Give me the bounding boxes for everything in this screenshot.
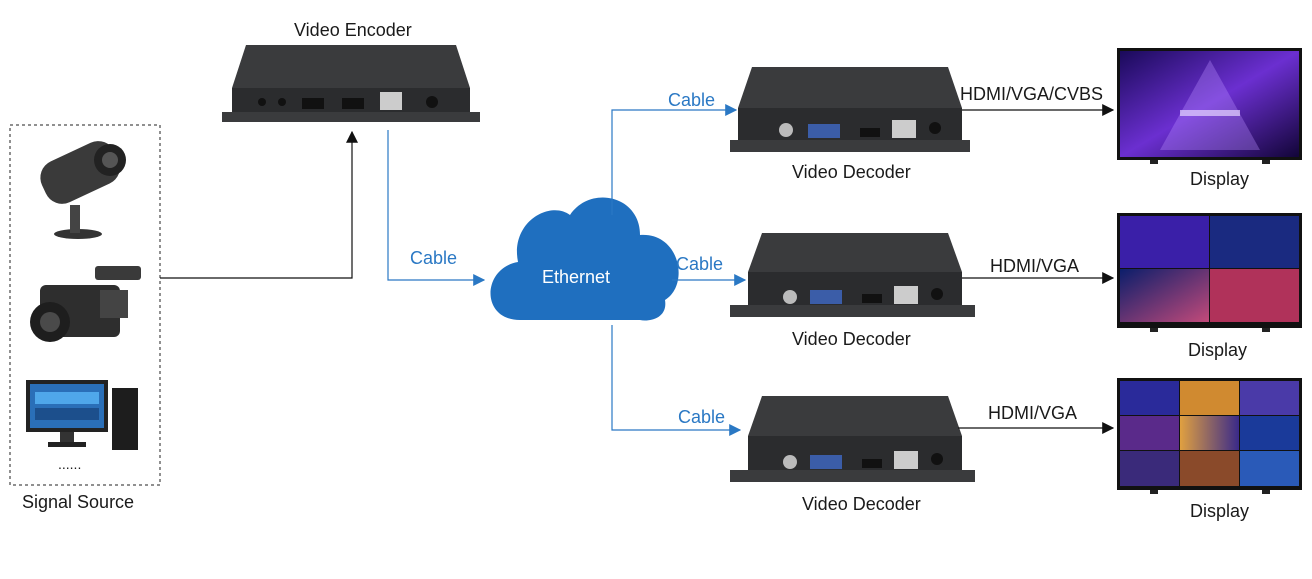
encoder-title: Video Encoder: [294, 20, 412, 40]
decoder-title: Video Decoder: [802, 494, 921, 514]
signal-source-box: [9, 124, 161, 486]
output-label: HDMI/VGA: [988, 403, 1078, 423]
output-label: HDMI/VGA: [990, 256, 1080, 276]
display-label: Display: [1188, 340, 1248, 360]
desktop-computer-icon: [26, 380, 138, 450]
output-label: HDMI/VGA/CVBS: [960, 84, 1104, 104]
signal-source-title: Signal Source: [22, 492, 135, 512]
video-decoder-device: [730, 67, 970, 152]
display-screen: [1117, 213, 1302, 332]
security-camera-icon: [40, 141, 126, 239]
camcorder-icon: [30, 266, 141, 342]
display-label: Display: [1190, 169, 1250, 189]
ethernet-cloud: [490, 197, 679, 321]
cable-label: Cable: [676, 254, 724, 274]
video-decoder-device: [730, 233, 975, 317]
display-screen: [1117, 48, 1302, 164]
display-label: Display: [1190, 501, 1250, 521]
cable-label: Cable: [678, 407, 726, 427]
display-screen: [1117, 378, 1302, 494]
decoder-title: Video Decoder: [792, 329, 911, 349]
ethernet-label: Ethernet: [542, 267, 611, 287]
cable-label: Cable: [668, 90, 716, 110]
video-encoder-device: [222, 45, 480, 122]
cable-label: Cable: [410, 248, 458, 268]
signal-source-ellipsis: ......: [58, 456, 82, 472]
video-decoder-device: [730, 396, 975, 482]
decoder-title: Video Decoder: [792, 162, 911, 182]
